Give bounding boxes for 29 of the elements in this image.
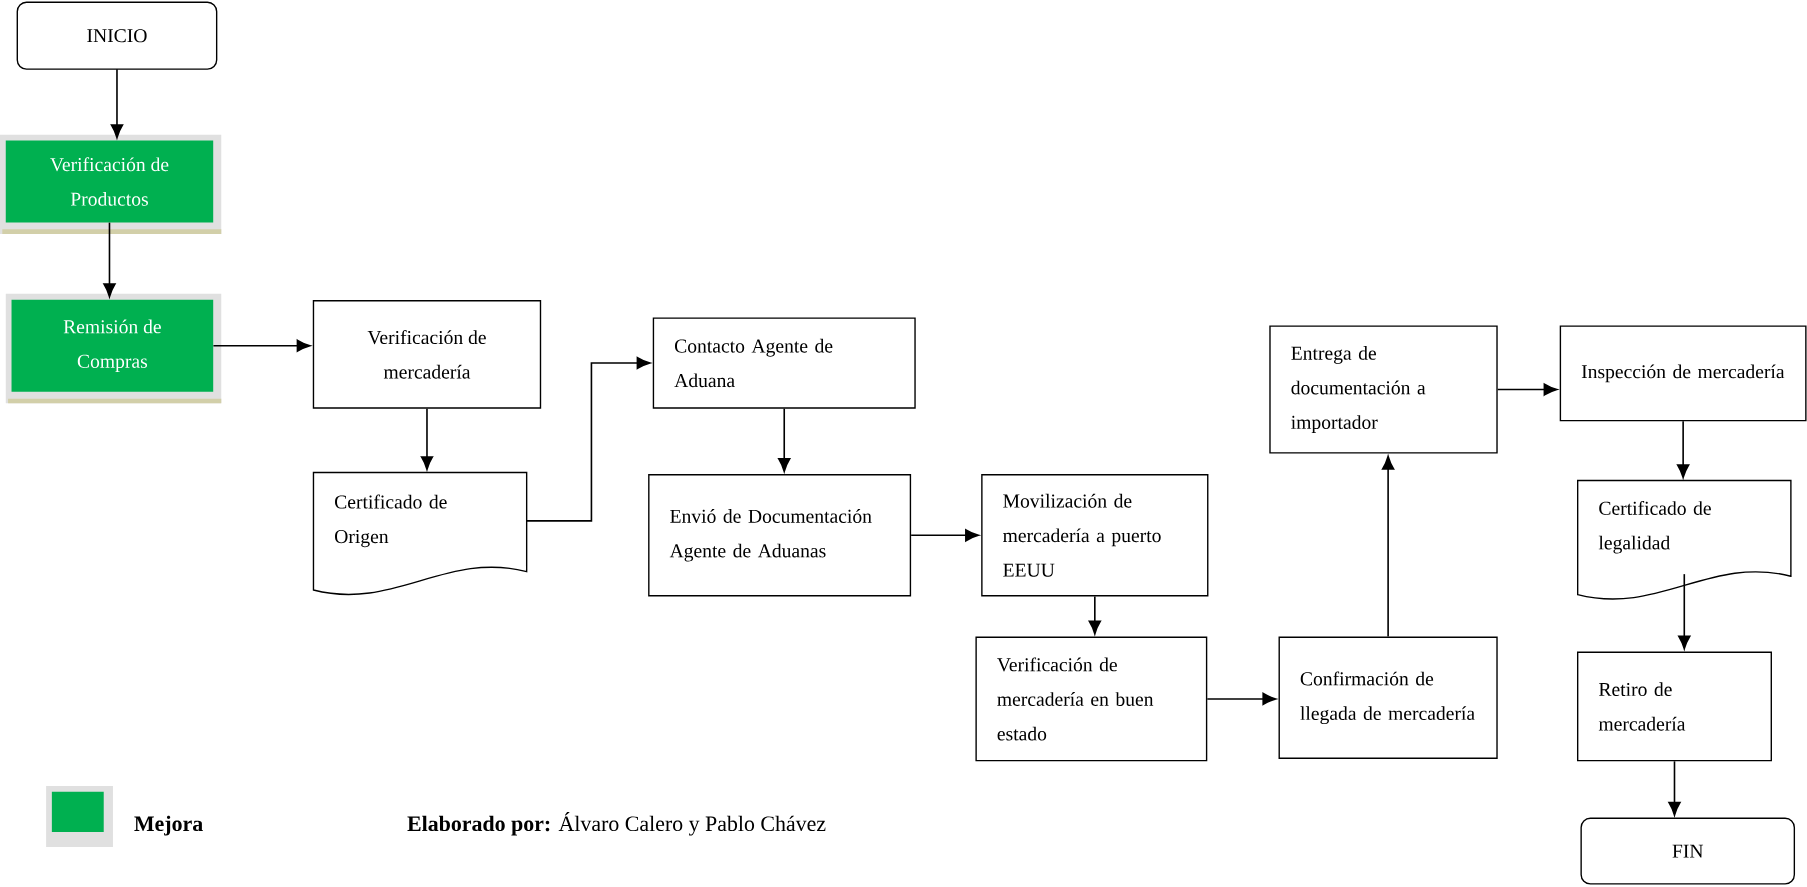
arrow [778, 407, 791, 472]
arrow [1668, 760, 1681, 816]
arrow [103, 221, 116, 298]
arrow [212, 339, 311, 352]
process-box: Verificación de mercadería en buen estado [975, 636, 1208, 762]
arrow [1206, 692, 1277, 705]
process-box: Verificación de Productos [0, 134, 222, 234]
arrow [1676, 420, 1690, 479]
process-box: Confirmación de llegada de mercadería [1278, 636, 1498, 759]
process-box: Verificación de mercadería [312, 299, 542, 409]
terminal-box: FIN [1580, 817, 1796, 885]
arrow [1088, 595, 1102, 635]
arrow [1381, 455, 1395, 638]
arrow [910, 528, 980, 542]
arrow [1678, 573, 1691, 650]
credit-note: Elaborado por: Álvaro Calero y Pablo Chávez [407, 811, 826, 836]
process-box: Movilización de mercadería a puerto EEUU [981, 473, 1209, 597]
process-box: Envió de Documentación Agente de Aduanas [648, 473, 912, 597]
process-box: Entrega de documentación a importador [1269, 325, 1498, 454]
process-box: Inspección de mercadería [1559, 325, 1807, 422]
terminal-box: INICIO [16, 1, 218, 70]
legend-text: Mejora [134, 815, 203, 836]
arrow [526, 356, 651, 522]
arrow [1496, 383, 1558, 396]
process-box: Contacto Agente de Aduana [652, 317, 916, 409]
process-box: Remisión de Compras [5, 293, 222, 404]
arrow [420, 407, 434, 470]
process-box: Retiro de mercadería [1577, 651, 1772, 762]
arrow [110, 68, 124, 139]
